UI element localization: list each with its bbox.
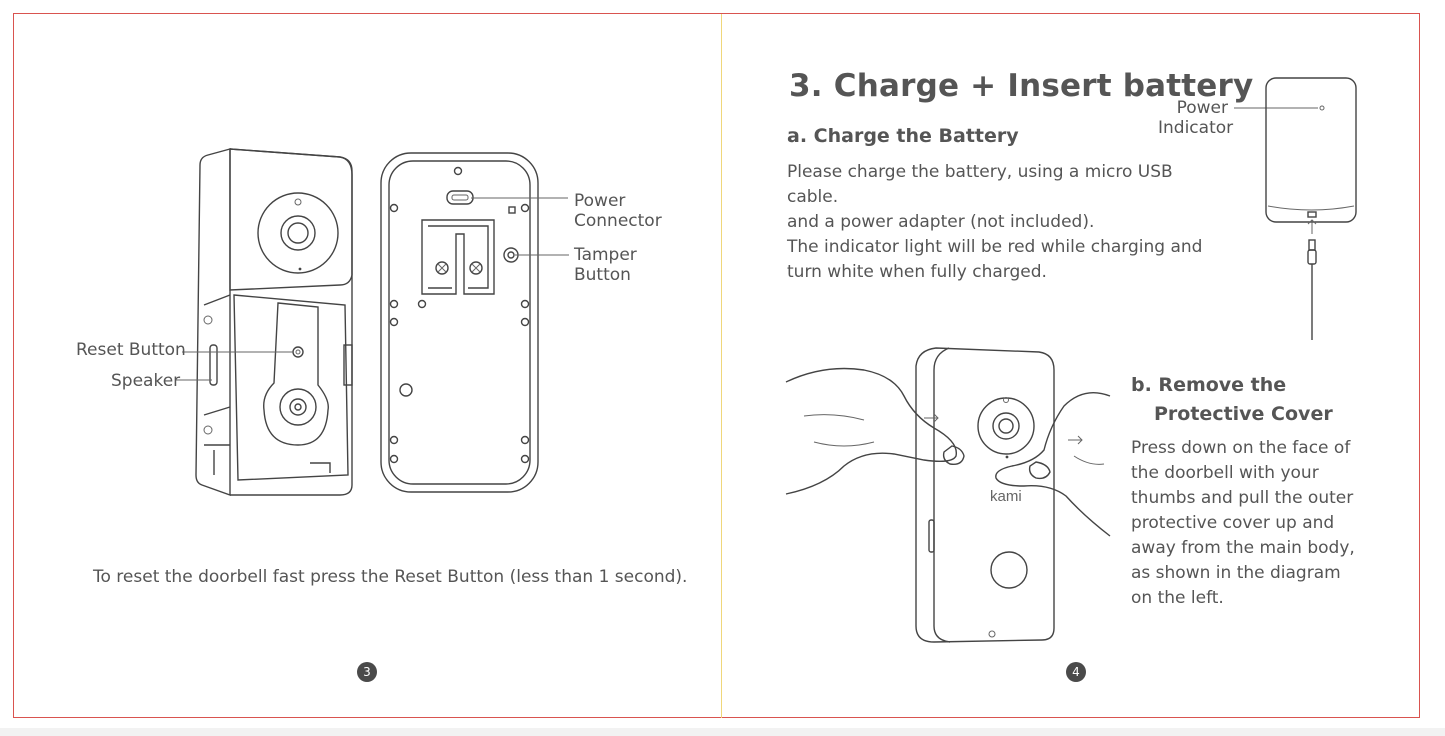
power-connector-label-line2: Connector xyxy=(574,211,662,231)
page-number-left: 3 xyxy=(357,662,377,682)
power-indicator-label-line2: Indicator xyxy=(1158,118,1234,138)
section-b-line-1: Press down on the face of xyxy=(1131,438,1351,458)
power-connector-pointer-line xyxy=(471,197,568,199)
section-a-body: Please charge the battery, using a micro… xyxy=(787,160,1227,285)
section-b-line-6: as shown in the diagram xyxy=(1131,563,1341,583)
page-fold-divider xyxy=(721,14,722,718)
section-a-heading: a. Charge the Battery xyxy=(787,125,1019,147)
back-plate-illustration xyxy=(380,152,539,493)
reset-button-label: Reset Button xyxy=(76,340,186,360)
kami-logo: kami xyxy=(990,488,1022,505)
tamper-button-label-line2: Button xyxy=(574,265,631,285)
page-frame xyxy=(13,13,1420,718)
section-b-line-3: thumbs and pull the outer xyxy=(1131,488,1354,508)
doorbell-open-illustration xyxy=(195,148,353,496)
tamper-button-label: Tamper Button xyxy=(574,245,637,285)
section-a-line-1: Please charge the battery, using a micro… xyxy=(787,162,1173,207)
section-b-heading-line1: b. Remove the xyxy=(1131,374,1287,396)
bottom-strip xyxy=(0,728,1445,736)
battery-illustration xyxy=(1234,77,1357,340)
speaker-pointer-line xyxy=(176,379,212,381)
reset-pointer-line xyxy=(182,351,293,353)
speaker-label: Speaker xyxy=(111,371,181,391)
power-indicator-label-line1: Power xyxy=(1176,98,1228,118)
remove-cover-illustration: kami xyxy=(785,347,1111,643)
power-indicator-label: Power Indicator xyxy=(1158,98,1234,138)
page-number-right: 4 xyxy=(1066,662,1086,682)
section-a-line-3: The indicator light will be red while ch… xyxy=(787,237,1203,257)
power-connector-label: Power Connector xyxy=(574,191,662,231)
tamper-pointer-line xyxy=(515,254,569,256)
section-b-line-7: on the left. xyxy=(1131,588,1224,608)
section-b-line-2: the doorbell with your xyxy=(1131,463,1319,483)
power-connector-label-line1: Power xyxy=(574,191,626,211)
page-title: 3. Charge + Insert battery xyxy=(789,68,1254,104)
section-b-heading: b. Remove the Protective Cover xyxy=(1131,371,1333,429)
section-b-line-4: protective cover up and xyxy=(1131,513,1335,533)
section-b-body: Press down on the face of the doorbell w… xyxy=(1131,436,1371,611)
section-b-heading-line2: Protective Cover xyxy=(1154,403,1333,425)
section-a-line-4: turn white when fully charged. xyxy=(787,262,1047,282)
section-b-line-5: away from the main body, xyxy=(1131,538,1355,558)
tamper-button-label-line1: Tamper xyxy=(574,245,637,265)
reset-caption: To reset the doorbell fast press the Res… xyxy=(93,567,688,587)
section-a-line-2: and a power adapter (not included). xyxy=(787,212,1095,232)
